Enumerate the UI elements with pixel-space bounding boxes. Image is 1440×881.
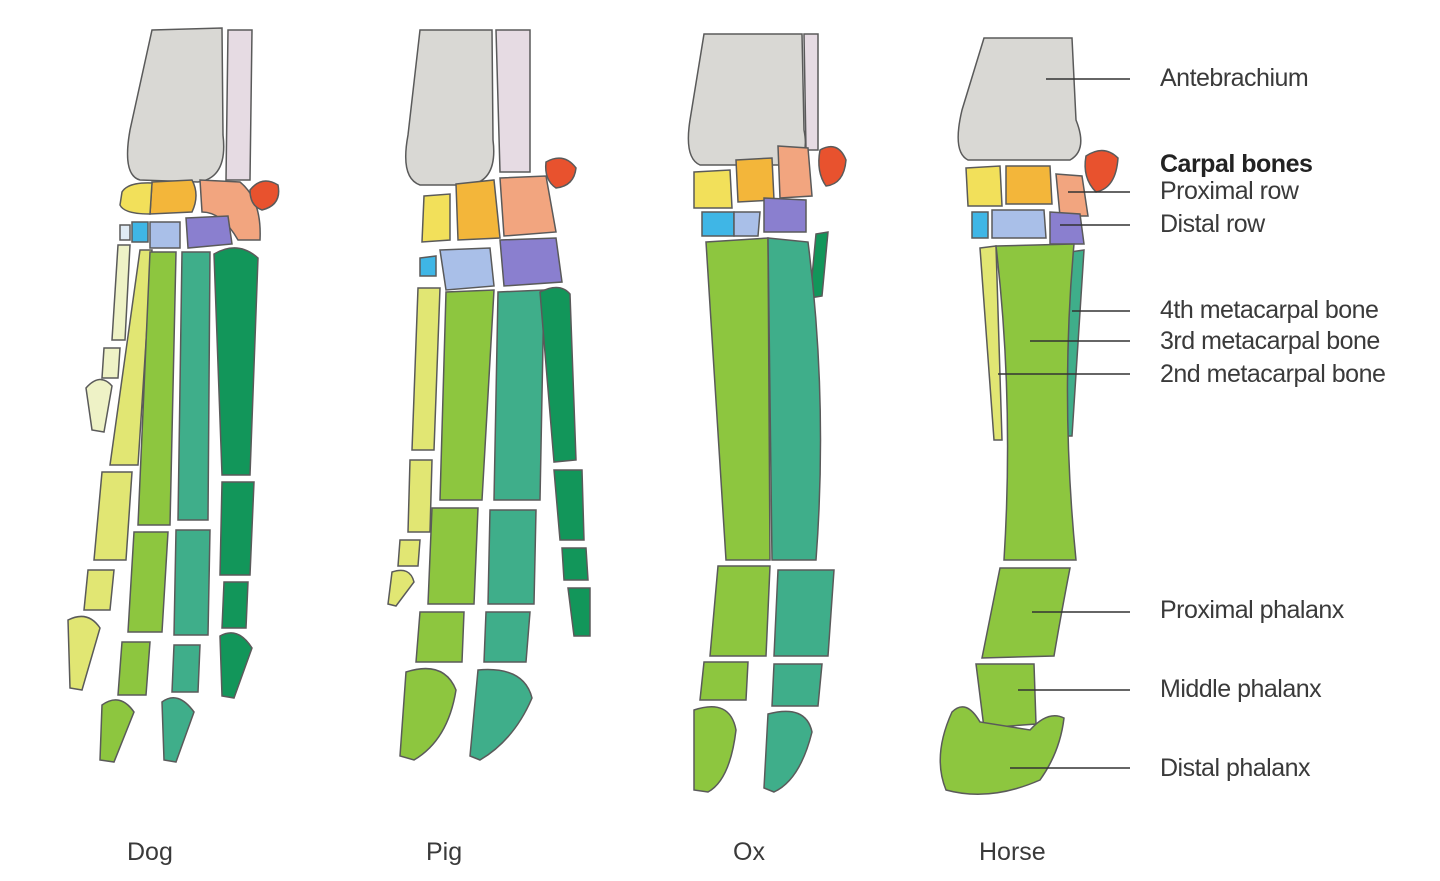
caption-dog: Dog [127, 838, 173, 866]
ox-metacarpal-3 [705, 237, 771, 561]
label-middle-phalanx: Middle phalanx [1160, 675, 1322, 703]
pig-carpal-yellow [421, 193, 451, 243]
dog-ulna [225, 29, 253, 181]
pig-digit-3 [399, 289, 495, 761]
label-metacarpal-2: 2nd metacarpal bone [1160, 360, 1386, 388]
caption-pig: Pig [426, 838, 463, 866]
pig-carpal-purple [499, 237, 563, 287]
pig-ulna [495, 29, 531, 173]
dog-carpal-purple [185, 215, 233, 249]
dog-accessory-carpal [249, 180, 280, 211]
pig-radius [405, 29, 495, 186]
dog-digit-2-phalanges [67, 471, 133, 691]
label-proximal-row: Proximal row [1160, 177, 1299, 205]
dog-digit-3-phalanges [99, 531, 169, 763]
horse-radius [957, 37, 1082, 161]
dog-carpal-cyan [131, 221, 149, 243]
label-proximal-phalanx: Proximal phalanx [1160, 596, 1344, 624]
ox-radius [687, 33, 807, 166]
horse-middle-phalanx [975, 663, 1037, 729]
dog-radius [126, 27, 225, 183]
ox-metacarpal-4 [767, 237, 822, 561]
label-distal-row: Distal row [1160, 210, 1265, 238]
dog-radial-carpal [149, 179, 197, 215]
dog-digit-4-phalanges [161, 529, 211, 763]
horse-carpal-lightblue [991, 209, 1047, 239]
pig-digit-5 [539, 286, 591, 637]
ox-accessory-carpal [818, 145, 847, 187]
horse-distal-phalanx [939, 706, 1065, 795]
horse-carpal-purple [1049, 211, 1085, 245]
horse-proximal-phalanx [981, 567, 1071, 659]
leader-lines [998, 78, 1130, 769]
label-antebrachium: Antebrachium [1160, 64, 1309, 92]
horse-carpal-yellow [965, 165, 1003, 207]
ox-carpal-cyan [701, 211, 735, 237]
label-distal-phalanx: Distal phalanx [1160, 754, 1311, 782]
ox-carpal-orange [735, 157, 775, 203]
horse-carpal-orange [1005, 165, 1053, 205]
dog-ulnar-carpal [199, 179, 261, 241]
dog-digit-2-metacarpal [109, 249, 153, 466]
label-metacarpal-3: 3rd metacarpal bone [1160, 327, 1380, 355]
dog-digit-3-metacarpal [137, 251, 177, 526]
ox-carpal-purple [763, 197, 807, 233]
label-metacarpal-4: 4th metacarpal bone [1160, 296, 1379, 324]
pig-skeleton [387, 29, 591, 761]
ox-digit-4-phalanges [763, 569, 835, 793]
pig-digit-4 [469, 289, 545, 761]
horse-accessory-carpal [1084, 149, 1119, 193]
pig-carpal-cyan [419, 255, 437, 277]
ox-skeleton [687, 33, 847, 793]
pig-carpal-salmon [499, 175, 557, 237]
pig-carpal-orange [455, 179, 501, 241]
pig-carpal-lightblue [439, 247, 495, 291]
dog-ulnar-carpal-yellow [119, 182, 153, 215]
horse-skeleton [939, 37, 1119, 795]
dog-digit-1 [85, 244, 131, 433]
horse-carpal-cyan [971, 211, 989, 239]
dog-digit-4-metacarpal [177, 251, 211, 521]
pig-digit-2 [387, 287, 441, 607]
horse-carpal-salmon [1055, 173, 1089, 217]
horse-metacarpal-3 [995, 243, 1077, 561]
horse-metacarpal-2 [979, 245, 1003, 441]
pig-accessory-carpal [544, 157, 577, 189]
dog-carpal-tiny [119, 224, 131, 241]
caption-ox: Ox [733, 838, 765, 866]
dog-carpal-lightblue [149, 221, 181, 249]
dog-skeleton [67, 27, 280, 763]
dog-digit-5-metacarpal [213, 247, 259, 476]
ox-carpal-lightblue [733, 211, 761, 237]
dog-digit-5-phalanges [219, 481, 255, 699]
ox-carpal-salmon [777, 145, 813, 199]
caption-horse: Horse [979, 838, 1046, 866]
label-carpal-bones: Carpal bones [1160, 150, 1313, 178]
ox-digit-3-phalanges [693, 565, 771, 793]
ox-carpal-yellow [693, 169, 733, 209]
ox-ulna [803, 33, 819, 151]
